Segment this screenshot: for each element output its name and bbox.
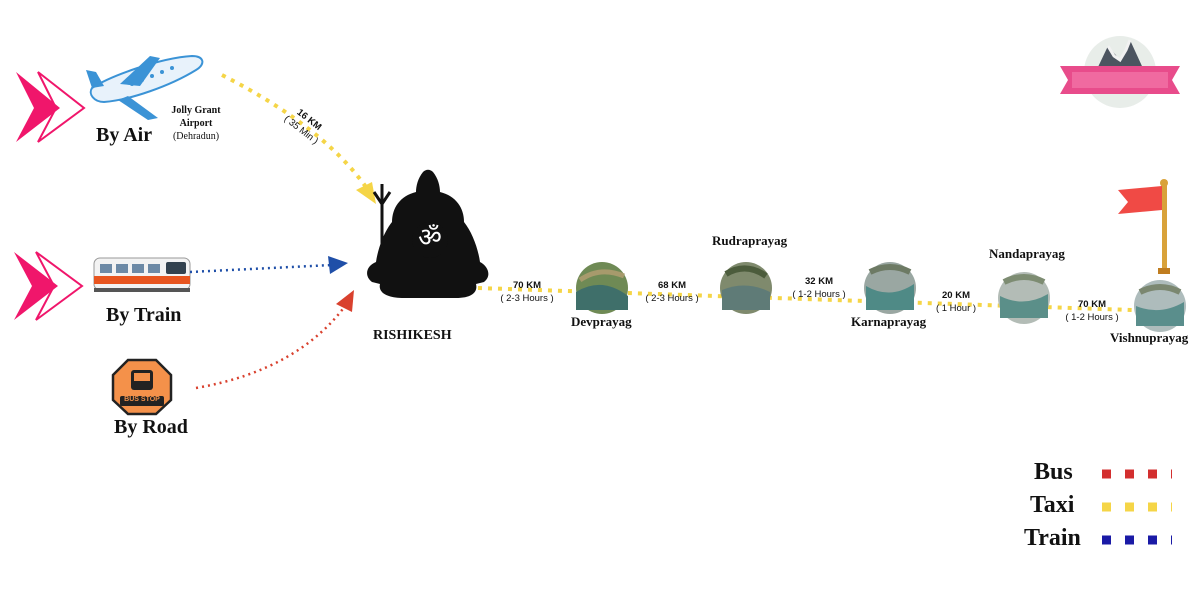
logo-badge [1060,36,1180,108]
stop-label-devprayag: Devprayag [571,314,632,329]
airport-city: (Dehradun) [172,131,220,142]
om-symbol: ॐ [418,223,442,253]
segment-5-duration: ( 1-2 Hours ) [1065,312,1119,323]
airport-name: Jolly Grant Airport [171,105,221,129]
segment-4-label: 20 KM ( 1 Hour ) [924,289,988,315]
stop-photo-devprayag [576,262,628,314]
air-route-arrowhead [356,182,376,204]
hub-label: RISHIKESH [373,328,452,343]
legend-taxi-label: Taxi [1030,492,1075,518]
segment-5-distance: 70 KM [1078,299,1106,310]
segment-2-label: 68 KM ( 2-3 Hours ) [636,279,708,305]
segment-4-duration: ( 1 Hour ) [935,303,977,314]
segment-4-distance: 20 KM [942,290,970,301]
segment-1-distance: 70 KM [513,280,541,291]
segment-3-distance: 32 KM [805,276,833,287]
segment-1-duration: ( 2-3 Hours ) [500,293,554,304]
segment-1-label: 70 KM ( 2-3 Hours ) [492,279,562,305]
stop-photo-vishnuprayag [1134,280,1186,332]
train-arrow-icon [14,251,84,321]
mode-train-label: By Train [106,304,182,326]
airplane-icon [86,54,204,120]
stop-label-karnaprayag: Karnaprayag [851,314,927,329]
flag-icon [1118,179,1170,274]
train-route-line [189,263,333,274]
air-arrow-icon [16,71,86,143]
segment-5-label: 70 KM ( 1-2 Hours ) [1056,298,1128,324]
bus-stop-sign-icon [111,358,173,416]
stop-photo-rudraprayag [720,262,772,314]
road-route-line [195,301,350,390]
legend-train-label: Train [1024,525,1081,551]
mode-road-label: By Road [114,416,188,438]
stop-label-rudraprayag: Rudraprayag [712,233,788,248]
segment-2-duration: ( 2-3 Hours ) [645,293,699,304]
segment-3-duration: ( 1-2 Hours ) [792,289,846,300]
train-route-arrowhead [328,256,348,274]
stop-photo-nandaprayag [998,272,1050,324]
stop-label-nandaprayag: Nandaprayag [989,246,1065,261]
stop-photo-karnaprayag [864,262,916,314]
stop-label-vishnuprayag: Vishnuprayag [1110,330,1189,345]
segment-3-label: 32 KM ( 1-2 Hours ) [783,275,855,301]
legend-bus-label: Bus [1034,459,1073,485]
bus-stop-sign-text: BUS STOP [124,396,160,403]
shiva-silhouette-icon [367,169,489,298]
road-route-arrowhead [336,290,354,312]
segment-2-distance: 68 KM [658,280,686,291]
train-icon [93,257,191,292]
mode-air-label: By Air [96,124,153,146]
